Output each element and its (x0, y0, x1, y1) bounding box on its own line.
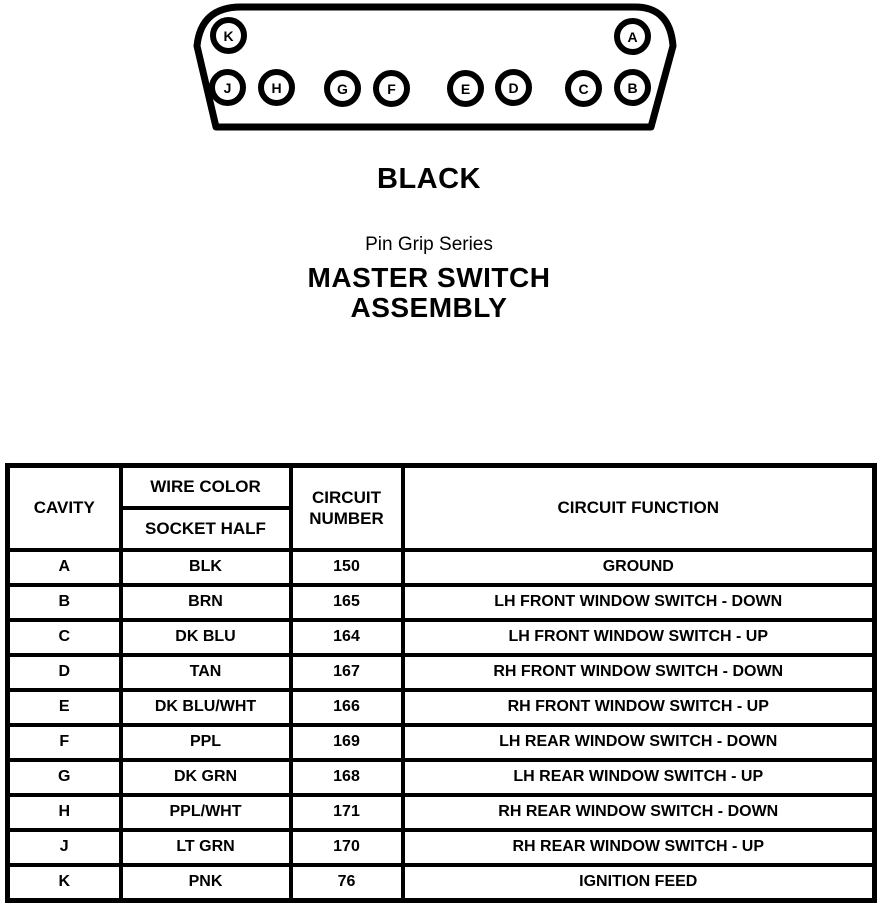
cell-cavity: F (5, 722, 123, 762)
table-row: G DK GRN 168 LH REAR WINDOW SWITCH - UP (5, 757, 877, 797)
assembly-title-line2: ASSEMBLY (350, 292, 508, 323)
table-row: B BRN 165 LH FRONT WINDOW SWITCH - DOWN (5, 582, 877, 622)
cell-wire-color: LT GRN (118, 827, 293, 867)
table-row: H PPL/WHT 171 RH REAR WINDOW SWITCH - DO… (5, 792, 877, 832)
cell-cavity: C (5, 617, 123, 657)
cell-wire-color: BRN (118, 582, 293, 622)
cell-circuit-number: 76 (288, 862, 405, 902)
header-wire-color: WIRE COLOR (118, 463, 293, 510)
cell-cavity: H (5, 792, 123, 832)
connector-pin-k: K (210, 17, 247, 54)
pinout-table: CAVITY WIRE COLOR CIRCUIT NUMBER CIRCUIT… (5, 463, 877, 903)
connector-diagram: K A J H G F E D C B (185, 2, 685, 135)
header-cavity: CAVITY (5, 463, 123, 552)
cell-wire-color: PPL/WHT (118, 792, 293, 832)
cell-cavity: E (5, 687, 123, 727)
cell-circuit-number: 150 (288, 547, 405, 587)
table-row: J LT GRN 170 RH REAR WINDOW SWITCH - UP (5, 827, 877, 867)
cell-circuit-number: 168 (288, 757, 405, 797)
connector-pin-g: G (324, 70, 361, 107)
cell-circuit-number: 166 (288, 687, 405, 727)
connector-pin-a: A (614, 18, 651, 55)
cell-circuit-function: LH REAR WINDOW SWITCH - DOWN (400, 722, 877, 762)
table-row: K PNK 76 IGNITION FEED (5, 862, 877, 902)
header-circuit-function: CIRCUIT FUNCTION (400, 463, 877, 552)
cell-wire-color: PNK (118, 862, 293, 902)
cell-circuit-number: 169 (288, 722, 405, 762)
cell-circuit-function: LH REAR WINDOW SWITCH - UP (400, 757, 877, 797)
cell-circuit-number: 167 (288, 652, 405, 692)
cell-wire-color: TAN (118, 652, 293, 692)
cell-cavity: G (5, 757, 123, 797)
cell-wire-color: PPL (118, 722, 293, 762)
table-header-row: SOCKET HALF (8, 505, 875, 552)
cell-circuit-number: 164 (288, 617, 405, 657)
assembly-title-line1: MASTER SWITCH (307, 262, 551, 293)
cell-circuit-function: RH REAR WINDOW SWITCH - DOWN (400, 792, 877, 832)
cell-circuit-function: RH REAR WINDOW SWITCH - UP (400, 827, 877, 867)
cell-circuit-function: LH FRONT WINDOW SWITCH - UP (400, 617, 877, 657)
cell-cavity: D (5, 652, 123, 692)
cell-wire-color: BLK (118, 547, 293, 587)
table-row: A BLK 150 GROUND (5, 547, 877, 587)
cell-circuit-function: LH FRONT WINDOW SWITCH - DOWN (400, 582, 877, 622)
connector-pin-h: H (258, 69, 295, 106)
table-header-row: CAVITY WIRE COLOR CIRCUIT NUMBER CIRCUIT… (5, 463, 877, 552)
cell-cavity: B (5, 582, 123, 622)
cell-circuit-function: RH FRONT WINDOW SWITCH - DOWN (400, 652, 877, 692)
cell-wire-color: DK BLU/WHT (118, 687, 293, 727)
connector-pin-d: D (495, 69, 532, 106)
connector-pin-e: E (447, 70, 484, 107)
cell-circuit-function: IGNITION FEED (400, 862, 877, 902)
table-row: D TAN 167 RH FRONT WINDOW SWITCH - DOWN (5, 652, 877, 692)
connector-outline-drawing (193, 3, 677, 131)
connector-pin-b: B (614, 69, 651, 106)
table-row: C DK BLU 164 LH FRONT WINDOW SWITCH - UP (5, 617, 877, 657)
cell-circuit-function: GROUND (400, 547, 877, 587)
cell-cavity: J (5, 827, 123, 867)
cell-cavity: A (5, 547, 123, 587)
connector-pin-c: C (565, 70, 602, 107)
connector-pin-f: F (373, 70, 410, 107)
cell-cavity: K (5, 862, 123, 902)
header-circuit-number: CIRCUIT NUMBER (288, 463, 405, 552)
cell-circuit-number: 171 (288, 792, 405, 832)
cell-circuit-number: 165 (288, 582, 405, 622)
cell-circuit-number: 170 (288, 827, 405, 867)
cell-circuit-function: RH FRONT WINDOW SWITCH - UP (400, 687, 877, 727)
connector-series-label: Pin Grip Series (365, 234, 493, 255)
header-socket-half: SOCKET HALF (118, 505, 293, 552)
connector-pin-j: J (209, 69, 246, 106)
connector-color-label: BLACK (377, 163, 481, 195)
cell-wire-color: DK GRN (118, 757, 293, 797)
table-row: E DK BLU/WHT 166 RH FRONT WINDOW SWITCH … (5, 687, 877, 727)
table-row: F PPL 169 LH REAR WINDOW SWITCH - DOWN (5, 722, 877, 762)
cell-wire-color: DK BLU (118, 617, 293, 657)
